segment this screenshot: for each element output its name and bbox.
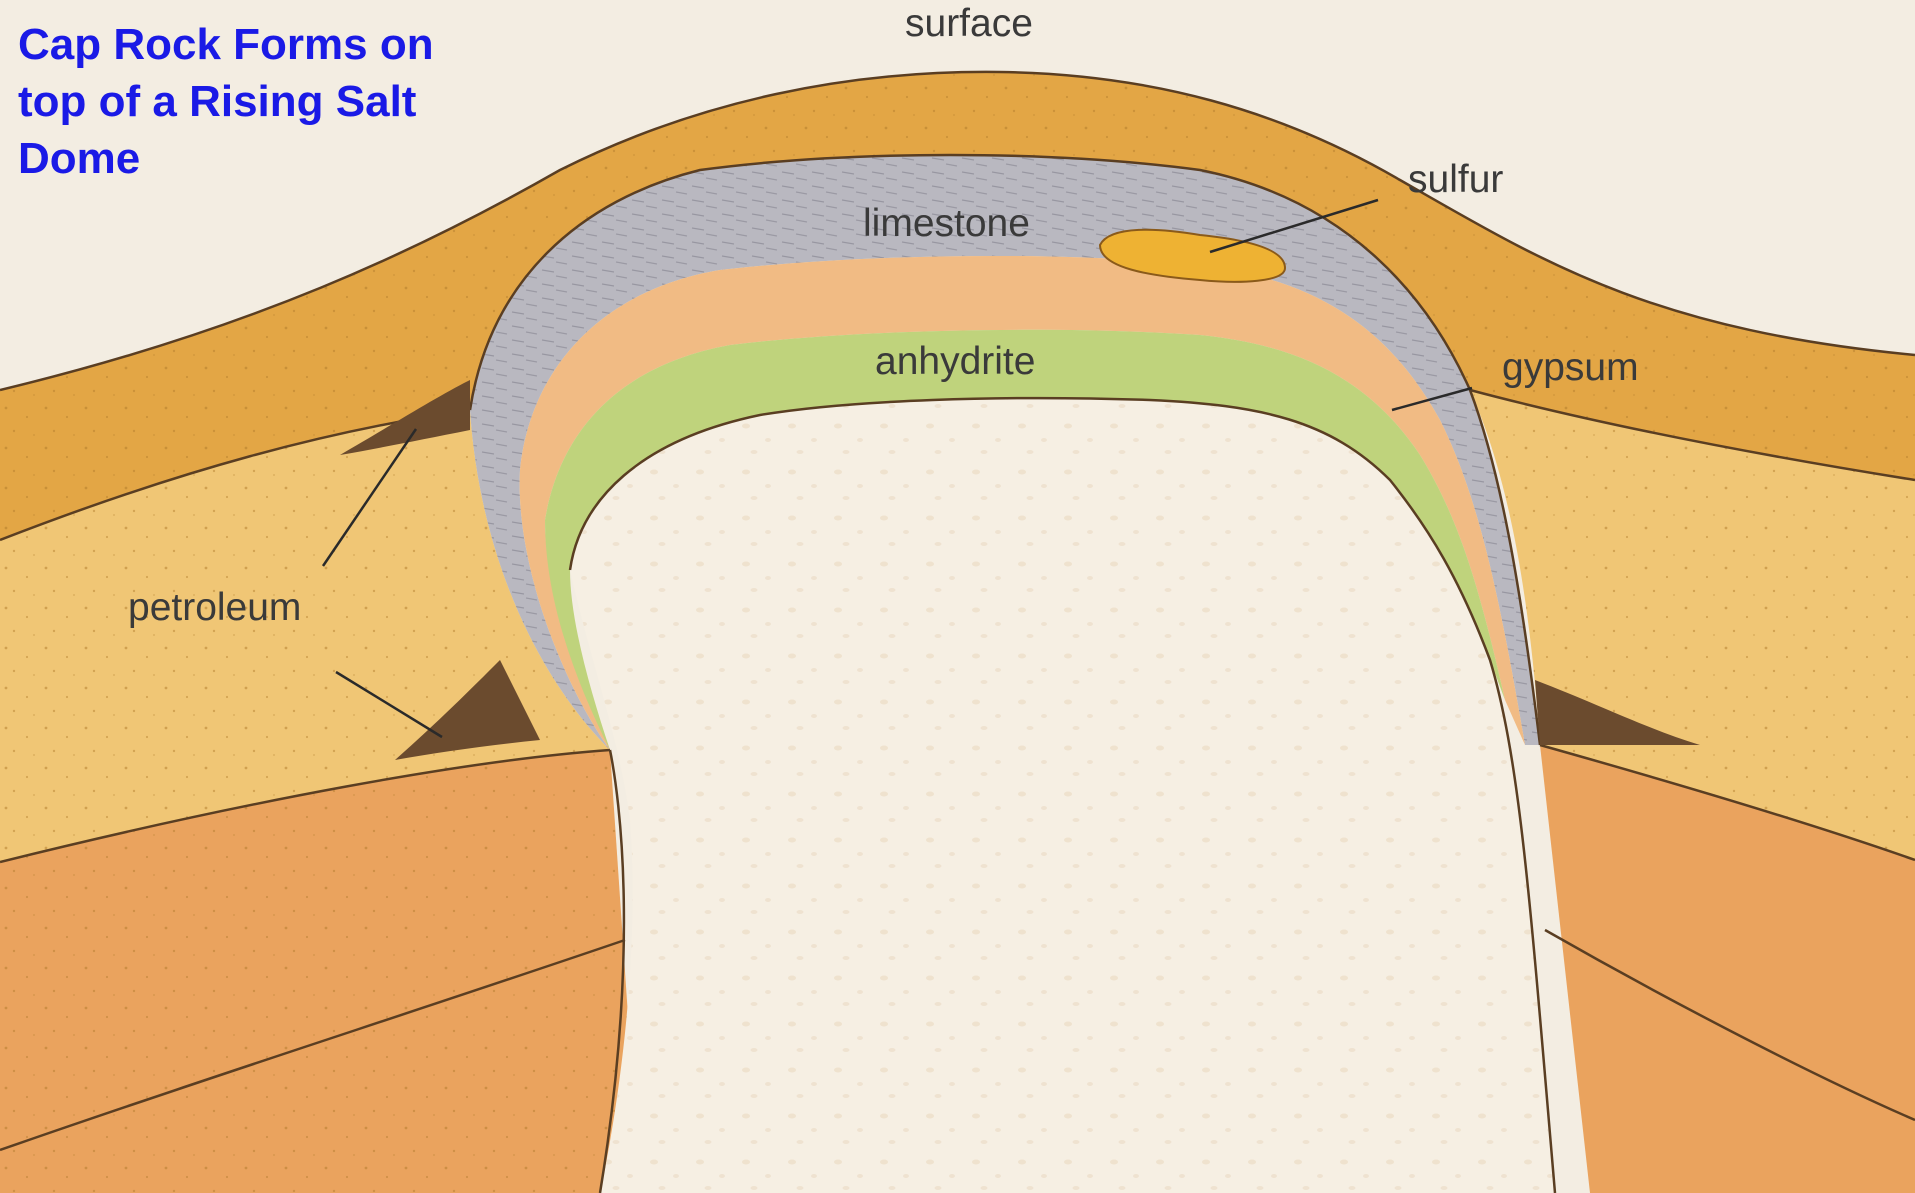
petroleum-label: petroleum (128, 586, 301, 630)
diagram-title: Cap Rock Forms on top of a Rising Salt D… (18, 16, 538, 187)
limestone-label: limestone (863, 202, 1030, 246)
anhydrite-label: anhydrite (875, 340, 1035, 384)
gypsum-label: gypsum (1502, 346, 1639, 390)
sulfur-label: sulfur (1408, 158, 1503, 202)
surface-label: surface (905, 2, 1033, 46)
